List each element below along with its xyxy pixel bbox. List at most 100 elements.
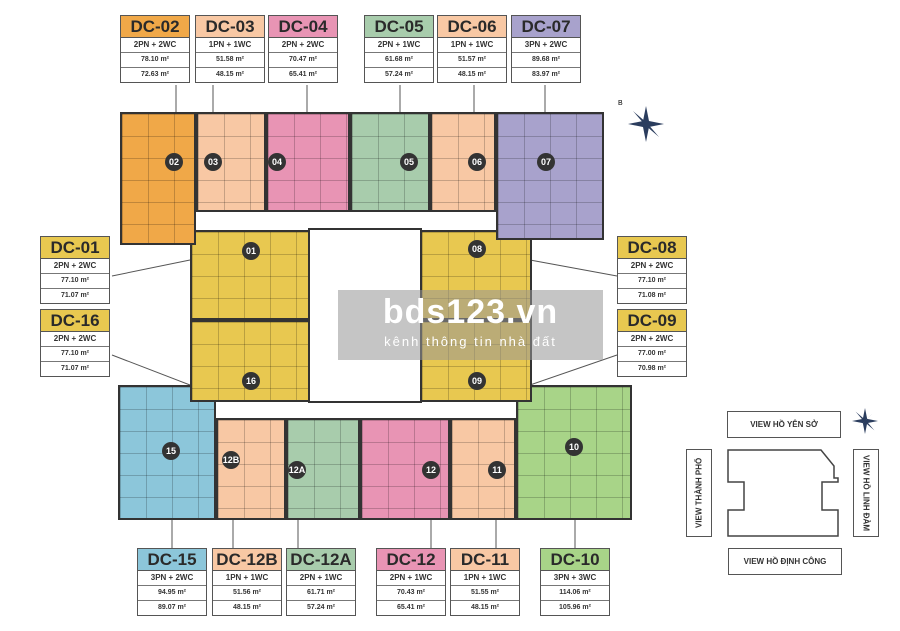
unit-number-badge: 12B (222, 451, 240, 469)
leader-line (529, 354, 618, 386)
unit-label-06[interactable]: DC-06 1PN + 1WC 51.57 m² 48.15 m² (437, 15, 507, 83)
unit-type: 3PN + 2WC (512, 38, 580, 53)
view-top: VIEW HỒ YÊN SỞ (727, 411, 841, 438)
unit-type: 2PN + 1WC (287, 571, 355, 586)
unit-area-net: 72.63 m² (140, 71, 170, 78)
leader-line (529, 259, 618, 277)
unit-type: 2PN + 2WC (618, 259, 686, 274)
leader-line (111, 259, 191, 277)
unit-label-03[interactable]: DC-03 1PN + 1WC 51.58 m² 48.15 m² (195, 15, 265, 83)
building-outline (727, 449, 839, 537)
unit-number-badge: 07 (537, 153, 555, 171)
unit-label-01[interactable]: DC-01 2PN + 2WC 77.10 m² 71.07 m² (40, 236, 110, 304)
view-bottom: VIEW HỒ ĐỊNH CÔNG (728, 548, 842, 575)
compass-small-icon (852, 408, 878, 434)
compass-label: B (618, 100, 623, 107)
unit-area-gross: 94.95 m² (138, 586, 206, 601)
unit-code: DC-11 (451, 549, 519, 571)
unit-area-gross: 70.43 m² (377, 586, 445, 601)
unit-area-net: 70.98 m² (637, 365, 667, 372)
unit-label-04[interactable]: DC-04 2PN + 2WC 70.47 m² 65.41 m² (268, 15, 338, 83)
unit-area-gross: 51.55 m² (451, 586, 519, 601)
unit-area-net: 65.41 m² (396, 604, 426, 611)
unit-code: DC-02 (121, 16, 189, 38)
unit-area-gross: 51.56 m² (213, 586, 281, 601)
unit-area-net: 48.15 m² (215, 71, 245, 78)
unit-area-gross: 51.58 m² (196, 53, 264, 68)
unit-12a[interactable] (286, 418, 360, 520)
unit-area-gross: 77.10 m² (618, 274, 686, 289)
unit-label-10[interactable]: DC-10 3PN + 3WC 114.06 m² 105.96 m² (540, 548, 610, 616)
unit-type: 1PN + 1WC (213, 571, 281, 586)
unit-label-16[interactable]: DC-16 2PN + 2WC 77.10 m² 71.07 m² (40, 309, 110, 377)
unit-area-net: 65.41 m² (288, 71, 318, 78)
unit-code: DC-16 (41, 310, 109, 332)
unit-number-badge: 03 (204, 153, 222, 171)
unit-type: 3PN + 2WC (138, 571, 206, 586)
unit-label-12b[interactable]: DC-12B 1PN + 1WC 51.56 m² 48.15 m² (212, 548, 282, 616)
unit-type: 2PN + 2WC (618, 332, 686, 347)
unit-type: 1PN + 1WC (451, 571, 519, 586)
unit-code: DC-05 (365, 16, 433, 38)
unit-area-gross: 78.10 m² (121, 53, 189, 68)
unit-area-gross: 51.57 m² (438, 53, 506, 68)
unit-area-net: 48.15 m² (457, 71, 487, 78)
unit-code: DC-09 (618, 310, 686, 332)
unit-area-net: 89.07 m² (157, 604, 187, 611)
unit-type: 1PN + 1WC (438, 38, 506, 53)
unit-area-gross: 114.06 m² (541, 586, 609, 601)
unit-area-net: 48.15 m² (470, 604, 500, 611)
unit-11[interactable] (450, 418, 516, 520)
unit-type: 2PN + 2WC (41, 259, 109, 274)
unit-code: DC-12 (377, 549, 445, 571)
unit-area-gross: 89.68 m² (512, 53, 580, 68)
unit-07[interactable] (496, 112, 604, 240)
unit-code: DC-12B (213, 549, 281, 571)
unit-code: DC-12A (287, 549, 355, 571)
compass-icon: B (618, 100, 664, 142)
unit-label-02[interactable]: DC-02 2PN + 2WC 78.10 m² 72.63 m² (120, 15, 190, 83)
unit-area-gross: 77.10 m² (41, 274, 109, 289)
unit-label-08[interactable]: DC-08 2PN + 2WC 77.10 m² 71.08 m² (617, 236, 687, 304)
unit-code: DC-06 (438, 16, 506, 38)
unit-area-net: 57.24 m² (306, 604, 336, 611)
unit-area-gross: 77.10 m² (41, 347, 109, 362)
unit-label-12a[interactable]: DC-12A 2PN + 1WC 61.71 m² 57.24 m² (286, 548, 356, 616)
unit-number-badge: 08 (468, 240, 486, 258)
unit-05[interactable] (350, 112, 430, 212)
watermark: bds123.vn kênh thông tin nhà đất (338, 290, 603, 360)
unit-type: 2PN + 1WC (365, 38, 433, 53)
unit-number-badge: 16 (242, 372, 260, 390)
unit-number-badge: 04 (268, 153, 286, 171)
unit-code: DC-08 (618, 237, 686, 259)
unit-label-15[interactable]: DC-15 3PN + 2WC 94.95 m² 89.07 m² (137, 548, 207, 616)
unit-type: 2PN + 2WC (121, 38, 189, 53)
unit-number-badge: 09 (468, 372, 486, 390)
unit-area-net: 71.07 m² (60, 365, 90, 372)
unit-area-net: 71.08 m² (637, 292, 667, 299)
unit-06[interactable] (430, 112, 496, 212)
view-right: VIEW HỒ LINH ĐÀM (853, 449, 879, 537)
unit-area-gross: 61.71 m² (287, 586, 355, 601)
unit-label-05[interactable]: DC-05 2PN + 1WC 61.68 m² 57.24 m² (364, 15, 434, 83)
unit-label-12[interactable]: DC-12 2PN + 1WC 70.43 m² 65.41 m² (376, 548, 446, 616)
unit-area-net: 57.24 m² (384, 71, 414, 78)
unit-type: 1PN + 1WC (196, 38, 264, 53)
unit-code: DC-07 (512, 16, 580, 38)
unit-code: DC-10 (541, 549, 609, 571)
unit-number-badge: 02 (165, 153, 183, 171)
unit-number-badge: 10 (565, 438, 583, 456)
unit-label-07[interactable]: DC-07 3PN + 2WC 89.68 m² 83.97 m² (511, 15, 581, 83)
leader-line (111, 354, 191, 386)
unit-number-badge: 06 (468, 153, 486, 171)
unit-number-badge: 12A (288, 461, 306, 479)
unit-02[interactable] (120, 112, 196, 245)
unit-number-badge: 01 (242, 242, 260, 260)
unit-12b[interactable] (216, 418, 286, 520)
unit-label-11[interactable]: DC-11 1PN + 1WC 51.55 m² 48.15 m² (450, 548, 520, 616)
unit-type: 2PN + 2WC (41, 332, 109, 347)
unit-label-09[interactable]: DC-09 2PN + 2WC 77.00 m² 70.98 m² (617, 309, 687, 377)
unit-area-net: 105.96 m² (559, 604, 591, 611)
